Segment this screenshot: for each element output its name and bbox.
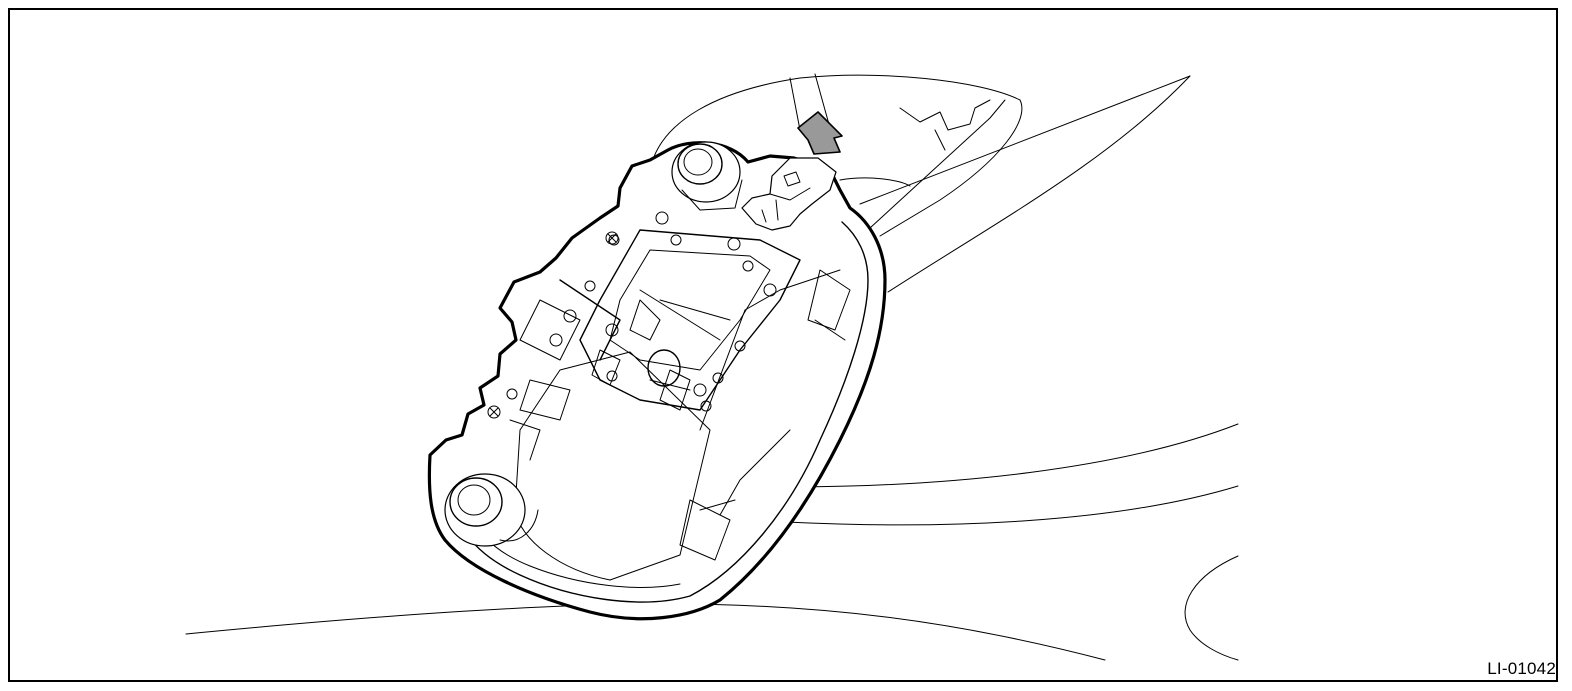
lower-knob (444, 473, 539, 547)
room-lamp-housing (427, 141, 887, 621)
lamp-mechanism (487, 211, 851, 561)
up-arrow-icon (797, 111, 843, 155)
console-outline (649, 73, 1023, 237)
figure-id-label: LI-01042 (1487, 659, 1556, 678)
upper-knob (671, 141, 743, 211)
connector (741, 157, 837, 231)
